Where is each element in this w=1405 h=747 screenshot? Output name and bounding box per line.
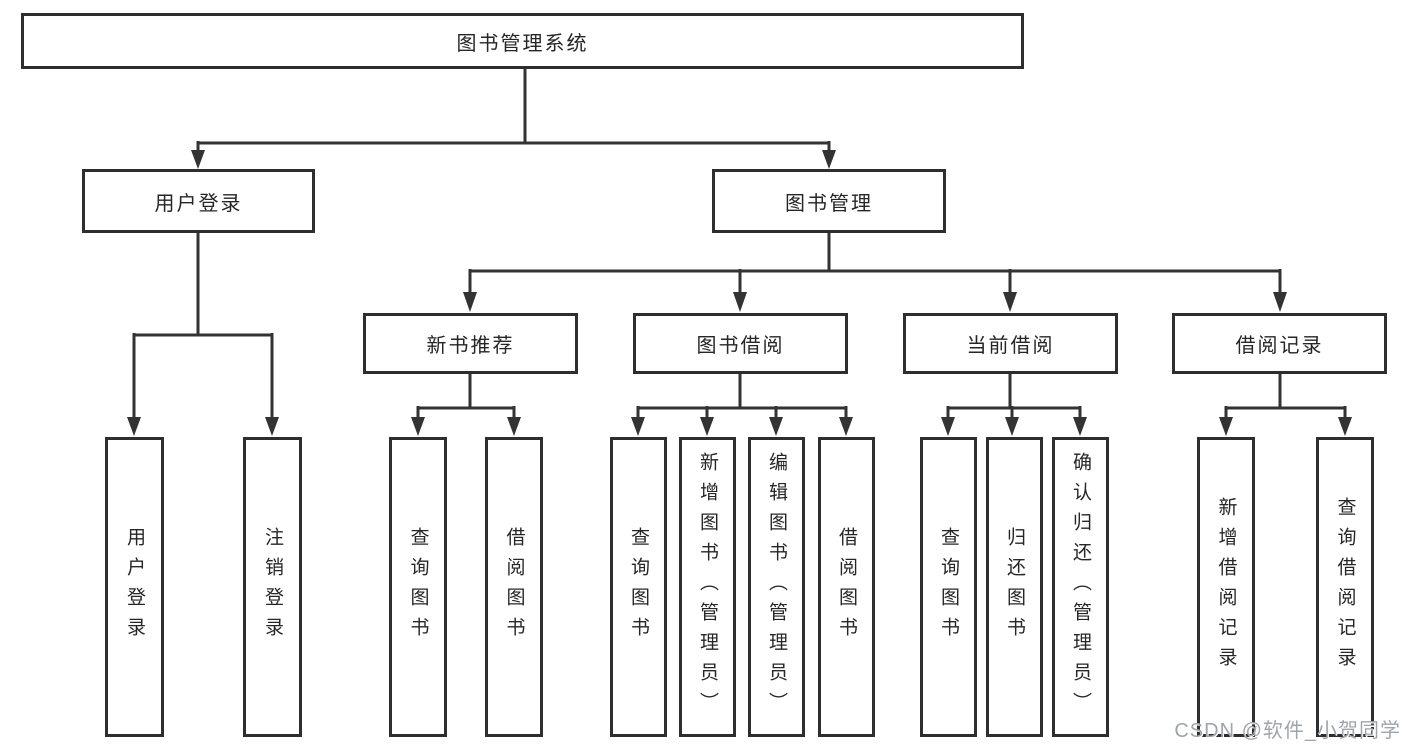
node-new-book-rec: 新书推荐 [363,313,578,374]
node-login: 用户登录 [105,437,164,737]
node-borrow-query-books: 查询图书 [610,437,667,737]
csdn-watermark: CSDN @软件_小贺同学 [1174,720,1401,742]
connector-current-children [941,374,1087,436]
connector-borrow-children [631,374,853,436]
connector-book-mgmt-to-level3 [463,233,1287,312]
connector-records-children [1219,374,1352,436]
node-root: 图书管理系统 [21,13,1024,69]
connector-root-to-level2 [191,68,836,169]
node-current-query-books: 查询图书 [920,437,977,737]
connector-new-rec-children [411,374,521,436]
node-logout: 注销登录 [243,437,302,737]
node-borrow-edit-books: 编辑图书（管理员） [748,437,805,737]
node-book-mgmt: 图书管理 [712,169,946,233]
node-newrec-query-books: 查询图书 [389,437,447,737]
node-borrow-borrow-books: 借阅图书 [818,437,875,737]
node-current-confirm-return: 确认归还（管理员） [1052,437,1109,737]
node-borrow-add-books: 新增图书（管理员） [679,437,736,737]
node-book-borrow: 图书借阅 [633,313,848,374]
node-current-borrow: 当前借阅 [903,313,1118,374]
node-user-login: 用户登录 [82,169,315,233]
node-current-return-books: 归还图书 [986,437,1043,737]
connector-user-login-children [127,233,279,436]
node-records-add-record: 新增借阅记录 [1197,437,1255,737]
node-newrec-borrow-books: 借阅图书 [485,437,543,737]
node-borrow-records: 借阅记录 [1172,313,1387,374]
node-records-query-record: 查询借阅记录 [1316,437,1374,737]
